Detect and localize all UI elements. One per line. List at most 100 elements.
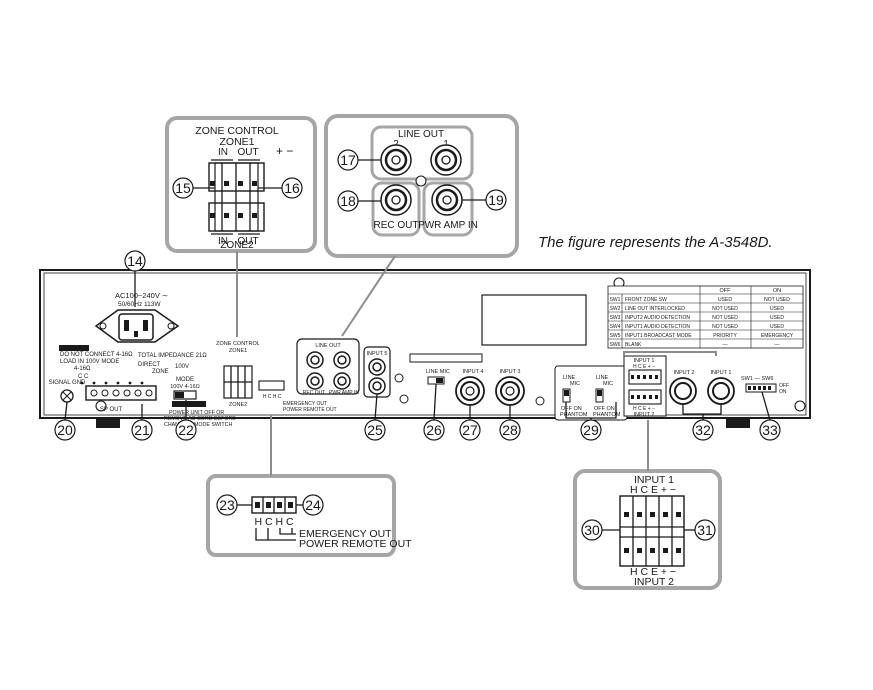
mode-options-label: 100V 4-16Ω	[170, 384, 200, 390]
detail-input1-label: INPUT 1	[634, 474, 674, 486]
dip-header-on: ON	[773, 288, 781, 294]
zone-polarity: + −	[276, 144, 293, 158]
dip-row-6-sw: SW6	[610, 342, 621, 348]
input2-label: INPUT 2	[674, 370, 695, 376]
figure-caption: The figure represents the A-3548D.	[538, 234, 773, 251]
rca-jack-pwr-amp-in[interactable]	[431, 184, 463, 216]
input5-label: INPUT 5	[367, 351, 388, 357]
dip-row-1-func: FRONT ZONE SW	[625, 297, 667, 303]
input2-line-mic-switch[interactable]	[562, 388, 571, 403]
dip-row-3-func: INPUT2 AUDIO DETECTION	[625, 315, 690, 321]
emergency-out-label: EMERGENCY OUT	[299, 528, 392, 540]
sw-mic-label-b: MIC	[603, 381, 613, 387]
panel-pwr-amp-in: PWR AMP IN	[329, 390, 359, 396]
zone-control-detail: ZONE CONTROL ZONE1 IN OUT + − IN OUT ZON…	[165, 116, 317, 253]
signal-gnd-terminal[interactable]	[60, 389, 74, 403]
callout-19: 19	[488, 192, 504, 208]
ohm-range-label: 4-16Ω	[74, 366, 91, 372]
dip-switch-table: OFF ON SW1 FRONT ZONE SW USED NOT USED S…	[607, 285, 804, 349]
sw-range-label: SW1 ― SW6	[741, 376, 773, 382]
zone-in-label: IN	[218, 147, 228, 158]
callout-15: 15	[175, 180, 191, 196]
callout-33: 33	[762, 422, 778, 438]
line-out-detail: LINE OUT 2 1 REC OUT PWR AMP IN	[324, 114, 519, 258]
callout-23: 23	[219, 497, 235, 513]
input-terminal-detail: INPUT 1 H C E + − H C E + − INPUT 2	[573, 469, 722, 590]
panel-pins-top: H C E + −	[633, 364, 655, 370]
input3-label: INPUT 3	[500, 369, 521, 375]
callout-24: 24	[305, 497, 321, 513]
input-terminal-block[interactable]	[619, 495, 685, 567]
input3-combo-jack[interactable]	[495, 376, 525, 406]
dip-row-4-sw: SW4	[610, 324, 621, 330]
input4-combo-jack[interactable]	[455, 376, 485, 406]
input1-combo-jack[interactable]	[707, 377, 735, 405]
input1-line-mic-switch[interactable]	[595, 388, 604, 403]
zone1-label: ZONE1	[219, 136, 254, 148]
zone2-in-label: IN	[218, 236, 228, 247]
panel-line-out-title: LINE OUT	[315, 343, 341, 349]
dip-row-6-on: —	[775, 342, 780, 348]
switch-note-line3: CHANGING MODE SWITCH	[164, 422, 232, 428]
dip-row-4-off: NOT USED	[712, 324, 738, 330]
panel-screw-icon	[535, 396, 545, 406]
input2-combo-jack[interactable]	[669, 377, 697, 405]
panel-remote-pins: H C H C	[263, 394, 282, 400]
input5-rca-jacks[interactable]	[368, 358, 386, 395]
pwr-amp-in-label: PWR AMP IN	[418, 220, 478, 231]
dip-row-2-func: LINE OUT INTERLOCKED	[625, 306, 685, 312]
total-impedance-label: TOTAL IMPEDANCE 21Ω	[138, 353, 207, 359]
warning-line1: DO NOT CONNECT 4-16Ω	[60, 352, 133, 358]
rca-jack-rec-out[interactable]	[380, 184, 412, 216]
zone-label: ZONE	[152, 369, 169, 375]
dip-row-2-on: USED	[770, 306, 784, 312]
switch-note-line2: REMOVE AC CORD BEFORE	[164, 416, 236, 422]
mode-label: MODE	[176, 377, 194, 383]
dip-switch[interactable]	[745, 383, 777, 393]
dip-row-3-sw: SW3	[610, 315, 621, 321]
zone2-label: ZONE2	[220, 240, 254, 251]
leader-lines	[236, 251, 717, 476]
mode-switch[interactable]	[173, 390, 197, 400]
rca-jack-line-out-1[interactable]	[430, 144, 462, 176]
rca-jack-line-out-2[interactable]	[380, 144, 412, 176]
callout-22: 22	[178, 422, 194, 438]
panel-zone2-label: ZONE2	[229, 402, 247, 408]
signal-gnd-label: SIGNAL GND	[49, 380, 86, 386]
panel-emergency-out: EMERGENCY OUT	[283, 401, 327, 407]
zone-control-title: ZONE CONTROL	[195, 125, 279, 137]
detail-input2-label: INPUT 2	[634, 576, 674, 588]
dip-on-label: ON	[779, 389, 787, 395]
panel-rca-jacks[interactable]	[306, 351, 351, 390]
dip-row-3-on: USED	[770, 315, 784, 321]
remote-detail: H C H C EMERGENCY OUT POWER REMOTE OUT	[206, 474, 412, 557]
detail-pins-top: H C E + −	[630, 484, 676, 496]
panel-screw-icon	[794, 400, 806, 412]
callout-14: 14	[127, 253, 143, 269]
panel-power-remote-out: POWER REMOTE OUT	[283, 407, 337, 413]
input4-line-mic-switch[interactable]	[427, 376, 445, 385]
warning-line2: LOAD IN 100V MODE	[60, 359, 119, 365]
ground-screw-icon	[415, 175, 427, 187]
callout-16: 16	[284, 180, 300, 196]
callout-32: 32	[695, 422, 711, 438]
rec-out-label: REC OUT	[374, 220, 419, 231]
dip-off-label: OFF	[779, 383, 789, 389]
dip-row-6-off: —	[723, 342, 728, 348]
callout-markers: 14 15 16 17 18 19 20 21 22 23 24 25	[54, 149, 781, 541]
callout-26: 26	[426, 422, 442, 438]
ac-inlet[interactable]	[94, 309, 180, 343]
sp-out-terminal[interactable]	[85, 385, 157, 401]
dip-row-1-off: USED	[718, 297, 732, 303]
sp-out-label: SP OUT	[100, 407, 123, 413]
callout-27: 27	[462, 422, 478, 438]
power-remote-out-label: POWER REMOTE OUT	[299, 538, 412, 550]
dip-row-5-on: EMERGENCY	[761, 333, 794, 339]
panel-remote-terminal[interactable]	[258, 380, 285, 391]
dip-row-1-sw: SW1	[610, 297, 621, 303]
sw-line-label-a: LINE	[563, 375, 576, 381]
callout-29: 29	[583, 422, 599, 438]
dip-row-2-sw: SW2	[610, 306, 621, 312]
zone-out-label: OUT	[237, 147, 258, 158]
